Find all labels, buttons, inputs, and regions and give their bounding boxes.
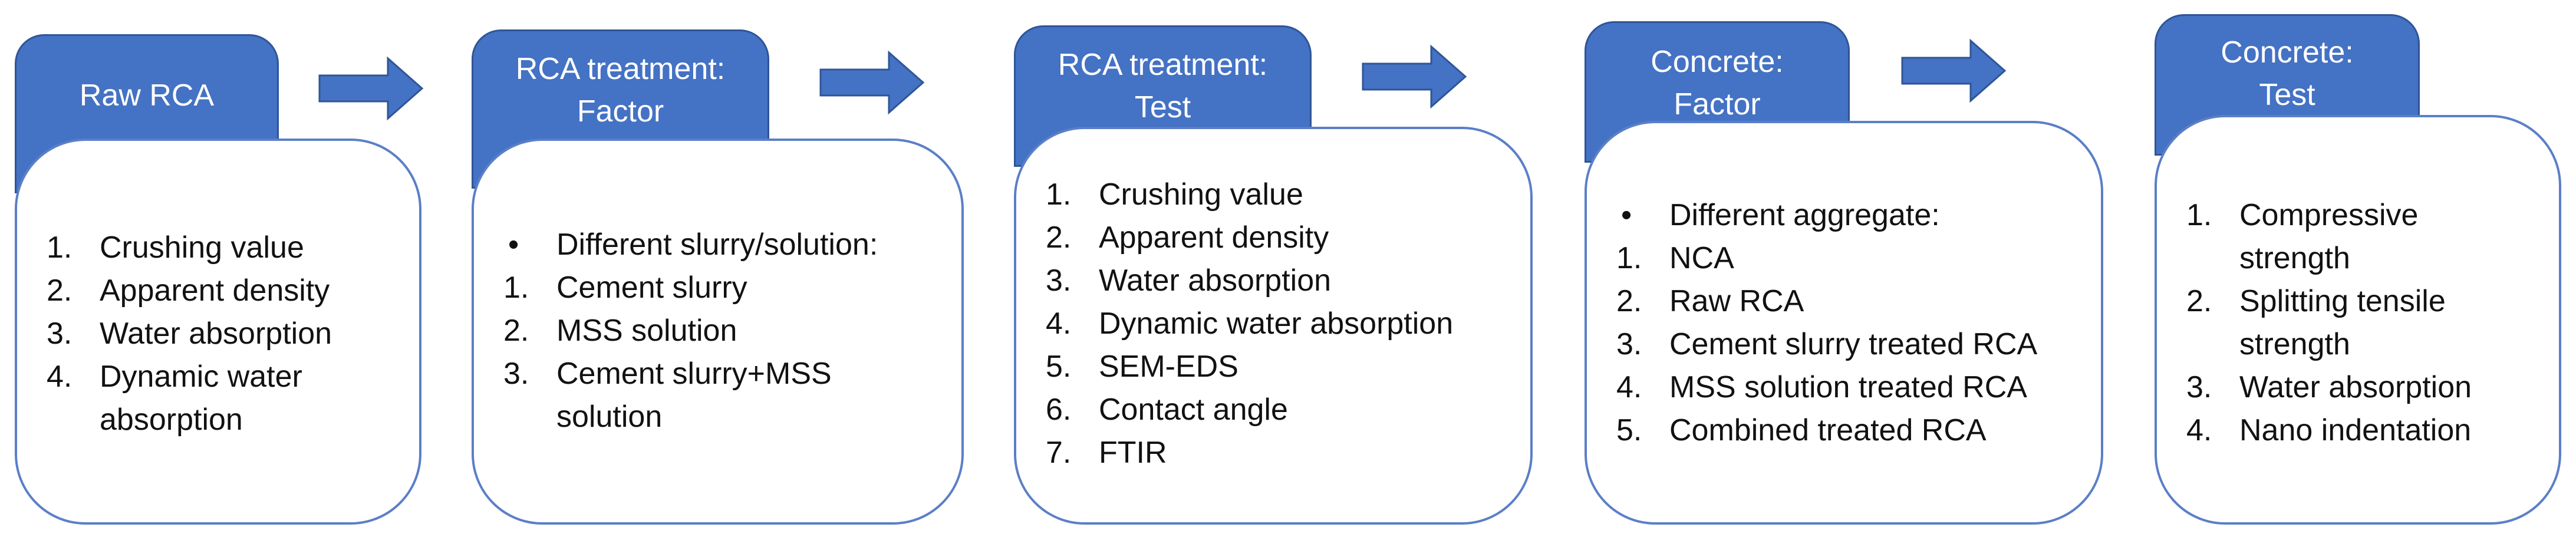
list-item: 1.Crushing value (47, 230, 304, 265)
stage-3-title-line-2: Test (1134, 90, 1191, 124)
list-item: 3.Water absorption (1046, 263, 1332, 298)
list-item: 3.Cement slurry+MSS solution (503, 357, 832, 434)
stage-4-card: •Different aggregate: 1.NCA 2.Raw RCA 3.… (1585, 121, 2103, 525)
right-arrow-icon (1362, 44, 1467, 109)
list-item: 4.Dynamic water absorption (1046, 307, 1454, 341)
stage-5-title-line-2: Test (2259, 78, 2315, 112)
stage-2-list: 1.Cement slurry 2.MSS solution 3.Cement … (503, 266, 940, 439)
stage-3-card: 1.Crushing value 2.Apparent density 3.Wa… (1014, 127, 1533, 525)
stage-3-list: 1.Crushing value 2.Apparent density 3.Wa… (1046, 173, 1517, 475)
stage-4-bullet: •Different aggregate: (1621, 198, 1940, 232)
list-item: 1.Cement slurry (503, 271, 747, 305)
list-item: 7.FTIR (1046, 436, 1167, 470)
list-item: 5.SEM-EDS (1046, 350, 1238, 384)
list-item: 2.Raw RCA (1616, 284, 1804, 318)
list-item: 2.MSS solution (503, 314, 737, 348)
stage-4-title-line-2: Factor (1674, 87, 1761, 121)
stage-2-card: •Different slurry/solution: 1.Cement slu… (472, 139, 964, 525)
list-item: 1.NCA (1616, 241, 1734, 275)
list-item: 6.Contact angle (1046, 393, 1288, 427)
list-item: 3.Water absorption (2186, 370, 2472, 404)
list-item: 2.Apparent density (47, 274, 330, 308)
right-arrow-icon (819, 50, 925, 115)
list-item: 5.Combined treated RCA (1616, 413, 1987, 447)
stage-5-list: 1.Compressive strength 2.Splitting tensi… (2186, 194, 2540, 452)
list-item: 1.Crushing value (1046, 177, 1303, 212)
stage-2-bullet: •Different slurry/solution: (508, 228, 878, 262)
list-item: 4.MSS solution treated RCA (1616, 370, 2027, 404)
stage-1-list: 1.Crushing value 2.Apparent density 3.Wa… (47, 226, 400, 442)
stage-4-title-line-1: Concrete: (1651, 45, 1784, 79)
list-item: 3.Cement slurry treated RCA (1616, 327, 2038, 361)
stage-1-card: 1.Crushing value 2.Apparent density 3.Wa… (15, 139, 421, 525)
stage-5-title-line-1: Concrete: (2221, 35, 2354, 70)
stage-2-title-line-1: RCA treatment: (515, 52, 726, 86)
stage-1-title: Raw RCA (79, 78, 215, 113)
stage-2-title-line-2: Factor (577, 94, 664, 129)
list-item: 1.Compressive strength (2186, 198, 2419, 275)
list-item: 2.Apparent density (1046, 220, 1329, 255)
list-item: 3.Water absorption (47, 317, 332, 351)
stage-5-card: 1.Compressive strength 2.Splitting tensi… (2155, 115, 2561, 525)
list-item: 4.Nano indentation (2186, 413, 2472, 447)
stage-4-list: 1.NCA 2.Raw RCA 3.Cement slurry treated … (1616, 237, 2088, 452)
list-item: 2.Splitting tensile strength (2186, 284, 2446, 361)
stage-3-title-line-1: RCA treatment: (1058, 48, 1268, 82)
list-item: 4.Dynamic water absorption (47, 360, 302, 437)
right-arrow-icon (318, 56, 424, 121)
right-arrow-icon (1901, 38, 2007, 103)
